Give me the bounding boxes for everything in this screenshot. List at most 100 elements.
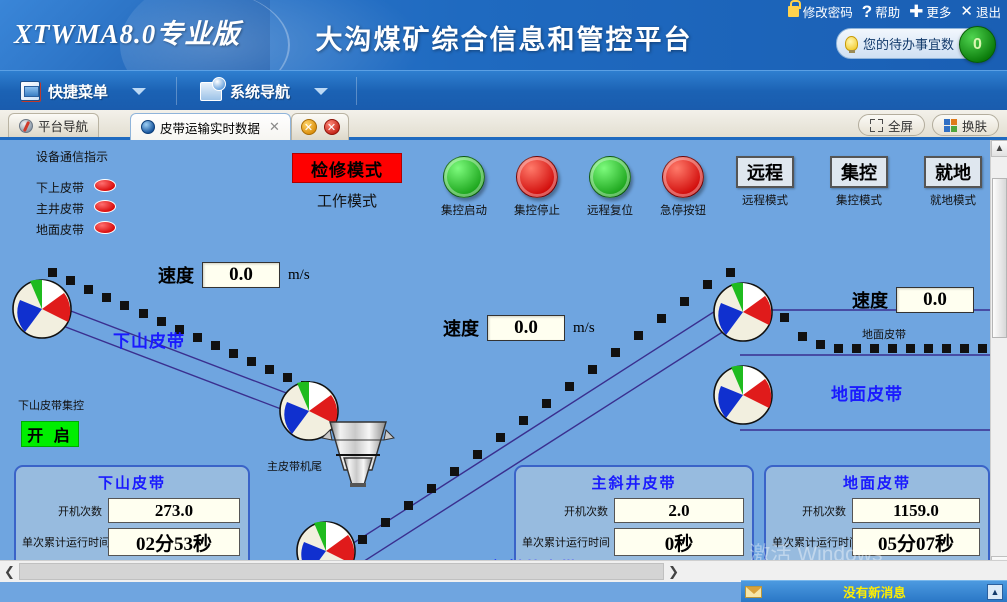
tail-label: 主皮带机尾 bbox=[267, 461, 322, 473]
button-central-stop[interactable]: 集控停止 bbox=[513, 156, 561, 218]
card-runtime-value: 02分53秒 bbox=[108, 528, 240, 556]
card-count-label: 开机次数 bbox=[564, 505, 608, 518]
quick-menu-button[interactable]: 快捷菜单 bbox=[6, 71, 160, 111]
page-title: 大沟煤矿综合信息和管控平台 bbox=[315, 25, 693, 55]
card-title: 主斜井皮带 bbox=[591, 475, 677, 492]
hscrollbar-thumb[interactable] bbox=[18, 563, 665, 580]
tabbar-right-actions: 全屏 换肤 bbox=[857, 114, 999, 136]
menu-divider bbox=[356, 77, 357, 105]
mode-central[interactable]: 集控 集控模式 bbox=[830, 156, 888, 208]
push-button-red[interactable] bbox=[662, 156, 704, 198]
fullscreen-button[interactable]: 全屏 bbox=[857, 114, 925, 136]
pulley-wheel bbox=[12, 279, 72, 339]
push-button-red[interactable] bbox=[516, 156, 558, 198]
expand-up-icon[interactable]: ▲ bbox=[987, 583, 1003, 600]
push-button-green[interactable] bbox=[443, 156, 485, 198]
plus-icon: ✚ bbox=[909, 1, 924, 21]
compass-icon bbox=[19, 118, 33, 133]
card-title: 下山皮带 bbox=[97, 475, 166, 492]
mode-remote-value[interactable]: 远程 bbox=[736, 156, 794, 188]
comm-label-ground: 地面皮带 bbox=[36, 223, 85, 237]
card-count-label: 开机次数 bbox=[802, 505, 846, 518]
belt-name-downhill: 下山皮带 bbox=[113, 332, 185, 351]
more-link[interactable]: ✚ 更多 bbox=[909, 2, 951, 21]
mode-local[interactable]: 就地 就地模式 bbox=[924, 156, 982, 208]
card-row-count: 开机次数 1159.0 bbox=[772, 498, 980, 523]
status-led-ground bbox=[94, 221, 116, 234]
card-runtime-label: 单次累计运行时间 bbox=[772, 537, 860, 549]
mode-remote[interactable]: 远程 远程模式 bbox=[736, 156, 794, 208]
downhill-control-state[interactable]: 开 启 bbox=[21, 421, 79, 447]
help-link[interactable]: ? 帮助 bbox=[862, 2, 900, 21]
scrollbar-thumb[interactable] bbox=[992, 178, 1007, 338]
tab-label: 皮带运输实时数据 bbox=[160, 121, 261, 136]
scada-canvas: 设备通信指示 下上皮带 主井皮带 地面皮带 检修模式 工作模式 集控启动 集控停… bbox=[0, 140, 1007, 573]
tab-close-icon[interactable]: ✕ bbox=[269, 119, 280, 134]
button-remote-reset[interactable]: 远程复位 bbox=[586, 156, 634, 218]
tab-bar: 平台导航 皮带运输实时数据 ✕ ✕ ✕ 全屏 换肤 bbox=[0, 110, 1007, 140]
pulley-wheel bbox=[713, 365, 773, 425]
refresh-tab-button[interactable]: ✕ bbox=[300, 119, 317, 135]
scroll-left-arrow[interactable]: ❮ bbox=[4, 563, 15, 579]
scroll-up-arrow[interactable]: ▲ bbox=[991, 140, 1007, 157]
app-header: XTWMA8.0专业版 大沟煤矿综合信息和管控平台 修改密码 ? 帮助 ✚ 更多… bbox=[0, 0, 1007, 70]
speed-value: 0.0 bbox=[487, 315, 565, 341]
mode-local-caption: 就地模式 bbox=[930, 195, 976, 207]
system-nav-label: 系统导航 bbox=[230, 83, 291, 101]
status-led-mainshaft bbox=[94, 200, 116, 213]
vertical-scrollbar[interactable]: ▲ ▼ bbox=[990, 140, 1007, 573]
comm-indicator-title: 设备通信指示 bbox=[36, 150, 109, 164]
close-all-tabs-button[interactable]: ✕ bbox=[323, 119, 340, 135]
exit-link[interactable]: ✕ 退出 bbox=[960, 2, 1001, 21]
button-emergency-stop[interactable]: 急停按钮 bbox=[659, 156, 707, 218]
button-central-start[interactable]: 集控启动 bbox=[440, 156, 488, 218]
speed-unit: m/s bbox=[288, 266, 310, 283]
card-runtime-label: 单次累计运行时间 bbox=[522, 537, 610, 549]
push-button-label: 集控启动 bbox=[441, 205, 487, 217]
card-row-runtime: 单次累计运行时间 0秒 bbox=[522, 528, 744, 556]
card-runtime-value: 0秒 bbox=[614, 528, 744, 556]
skin-icon bbox=[943, 118, 957, 132]
work-mode-caption: 工作模式 bbox=[316, 193, 377, 210]
lock-icon bbox=[787, 0, 801, 17]
system-nav-button[interactable]: 系统导航 bbox=[186, 71, 342, 111]
card-runtime-value: 05分07秒 bbox=[852, 528, 980, 556]
horizontal-scrollbar[interactable]: ❮ ❯ bbox=[0, 560, 1007, 582]
belt-name-ground: 地面皮带 bbox=[831, 385, 903, 404]
skin-button[interactable]: 换肤 bbox=[931, 114, 999, 136]
push-button-label: 集控停止 bbox=[514, 205, 560, 217]
speed-label: 速度 bbox=[158, 266, 194, 286]
card-main-incline-belt: 主斜井皮带 开机次数 2.0 单次累计运行时间 0秒 bbox=[514, 465, 754, 573]
mode-central-caption: 集控模式 bbox=[836, 195, 882, 207]
chevron-down-icon bbox=[132, 87, 147, 95]
card-count-label: 开机次数 bbox=[58, 505, 102, 518]
speed-readout-ground: 速度 0.0 bbox=[852, 287, 974, 313]
change-password-link[interactable]: 修改密码 bbox=[787, 0, 853, 21]
todo-counter[interactable]: 您的待办事宜数 0 bbox=[835, 26, 996, 63]
mode-central-value[interactable]: 集控 bbox=[830, 156, 888, 188]
card-count-value: 273.0 bbox=[108, 498, 240, 523]
card-downhill-belt: 下山皮带 开机次数 273.0 单次累计运行时间 02分53秒 bbox=[14, 465, 250, 573]
scroll-right-arrow[interactable]: ❯ bbox=[668, 563, 679, 579]
card-count-value: 2.0 bbox=[614, 498, 744, 523]
push-button-green[interactable] bbox=[589, 156, 631, 198]
hopper-chute bbox=[320, 421, 396, 487]
skin-label: 换肤 bbox=[961, 119, 987, 134]
taskbar-message: 没有新消息 ▲ bbox=[741, 580, 1007, 602]
tab-belt-realtime-data[interactable]: 皮带运输实时数据 ✕ bbox=[130, 113, 291, 140]
comm-label-mainshaft: 主井皮带 bbox=[36, 202, 85, 216]
comm-label-downhill: 下上皮带 bbox=[36, 181, 85, 195]
tab-platform-nav[interactable]: 平台导航 bbox=[8, 113, 100, 137]
card-count-value: 1159.0 bbox=[852, 498, 980, 523]
speed-sub-ground: 地面皮带 bbox=[862, 329, 906, 341]
mode-remote-caption: 远程模式 bbox=[742, 195, 788, 207]
card-row-count: 开机次数 2.0 bbox=[522, 498, 744, 523]
mode-local-value[interactable]: 就地 bbox=[924, 156, 982, 188]
card-row-runtime: 单次累计运行时间 02分53秒 bbox=[22, 528, 240, 556]
system-nav-icon bbox=[200, 76, 226, 101]
speed-label: 速度 bbox=[852, 291, 888, 311]
change-password-label: 修改密码 bbox=[802, 6, 853, 20]
fullscreen-label: 全屏 bbox=[887, 119, 913, 134]
speed-readout-incline: 速度 0.0 m/s bbox=[443, 315, 595, 341]
status-led-downhill bbox=[94, 179, 116, 192]
